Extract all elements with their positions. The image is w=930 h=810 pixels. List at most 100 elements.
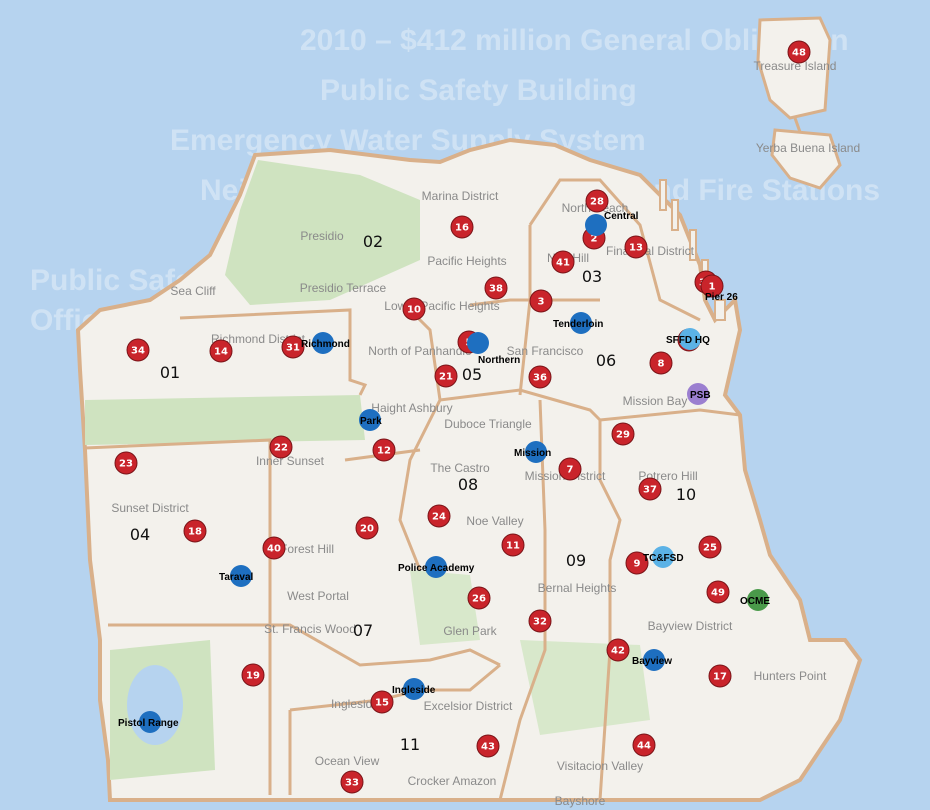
fire-station-number: 49: [711, 588, 725, 599]
fire-station-marker[interactable]: 13: [624, 235, 648, 259]
fire-station-marker[interactable]: 17: [708, 664, 732, 688]
police-station-marker[interactable]: Park: [359, 409, 382, 431]
fire-station-number: 24: [432, 512, 446, 523]
police-station-marker[interactable]: Pistol Range: [118, 711, 179, 733]
fire-station-marker[interactable]: 12: [372, 438, 396, 462]
place-label: North of Panhandle: [368, 344, 472, 358]
fire-station-marker[interactable]: 11: [501, 533, 525, 557]
fire-station-marker[interactable]: 21: [434, 364, 458, 388]
fire-station-marker[interactable]: 44: [632, 733, 656, 757]
fire-station-marker[interactable]: 10: [402, 297, 426, 321]
fire-station-dot: [551, 250, 575, 274]
fire-station-marker[interactable]: 7: [558, 457, 582, 481]
place-label: Treasure Island: [754, 59, 837, 73]
fire-station-marker[interactable]: 23: [114, 451, 138, 475]
fire-station-dot: [529, 289, 553, 313]
place-label: San Francisco: [507, 344, 584, 358]
fire-station-marker[interactable]: 22: [269, 435, 293, 459]
facility-name: Pier 26: [705, 292, 738, 303]
police-station-marker[interactable]: TC&FSD: [643, 546, 684, 568]
fire-station-marker[interactable]: 41: [551, 250, 575, 274]
fire-station-marker[interactable]: 3: [529, 289, 553, 313]
fire-station-dot: [585, 189, 609, 213]
police-station-marker[interactable]: Ingleside: [392, 678, 436, 700]
police-station-marker[interactable]: Richmond: [301, 332, 350, 354]
fire-station-marker[interactable]: 9: [625, 551, 649, 575]
district-number: 08: [458, 475, 478, 494]
fire-stations: 4816282134135383105311434213686221223297…: [114, 40, 811, 794]
police-station-name: Ingleside: [392, 685, 436, 696]
fire-station-dot: [638, 477, 662, 501]
fire-station-marker[interactable]: 43: [476, 734, 500, 758]
special-facility-marker[interactable]: OCME: [740, 589, 770, 611]
fire-station-dot: [402, 297, 426, 321]
special-facility-marker[interactable]: Pier 26: [705, 292, 738, 303]
fire-station-marker[interactable]: 36: [528, 365, 552, 389]
treasure-island: [756, 16, 832, 120]
fire-station-number: 2: [591, 234, 598, 245]
fire-station-dot: [114, 451, 138, 475]
place-label: Ocean View: [315, 754, 380, 768]
fire-station-marker[interactable]: 19: [241, 663, 265, 687]
fire-station-marker[interactable]: 28: [585, 189, 609, 213]
fire-station-marker[interactable]: 37: [638, 477, 662, 501]
fire-station-number: 20: [360, 524, 374, 535]
fire-station-marker[interactable]: 25: [698, 535, 722, 559]
fire-station-marker[interactable]: 38: [484, 276, 508, 300]
special-facility-marker[interactable]: SFFD HQ: [666, 328, 710, 350]
police-station-name: Taraval: [219, 572, 254, 583]
fire-station-dot: [241, 663, 265, 687]
police-station-marker[interactable]: Tenderloin: [553, 312, 603, 334]
place-label: Glen Park: [443, 624, 497, 638]
fire-station-marker[interactable]: 42: [606, 638, 630, 662]
police-station-marker[interactable]: Taraval: [219, 565, 254, 587]
place-label: Mission Bay: [623, 394, 688, 408]
fire-station-marker[interactable]: 24: [427, 504, 451, 528]
fire-station-marker[interactable]: 14: [209, 339, 233, 363]
place-label: St. Francis Wood: [264, 622, 356, 636]
background-text-line: Public Safety Building: [320, 74, 637, 107]
police-station-marker[interactable]: Bayview: [632, 649, 672, 671]
fire-station-marker[interactable]: 1: [700, 274, 724, 298]
fire-station-marker[interactable]: 32: [528, 609, 552, 633]
fire-station-marker[interactable]: 40: [262, 536, 286, 560]
fire-station-marker[interactable]: 29: [611, 422, 635, 446]
special-facilities: SFFD HQ Pier 26 PSB OCME: [666, 292, 770, 611]
fire-station-number: 44: [637, 741, 651, 752]
police-station-name: Richmond: [301, 339, 350, 350]
fire-station-dot: [700, 274, 724, 298]
police-station-dot: [643, 649, 665, 671]
fire-station-marker[interactable]: 34: [126, 338, 150, 362]
fire-station-dot: [787, 40, 811, 64]
place-label: Presidio Terrace: [300, 281, 387, 295]
special-facility-marker[interactable]: PSB: [687, 383, 711, 405]
fire-station-marker[interactable]: 49: [706, 580, 730, 604]
police-station-marker[interactable]: Mission: [514, 441, 551, 463]
fire-station-marker[interactable]: 48: [787, 40, 811, 64]
police-station-marker[interactable]: Northern: [467, 332, 520, 366]
fire-station-marker[interactable]: 16: [450, 215, 474, 239]
fire-station-number: 33: [345, 778, 359, 789]
fire-station-marker[interactable]: 26: [467, 586, 491, 610]
fire-station-dot: [467, 586, 491, 610]
place-label: The Castro: [430, 461, 490, 475]
fire-station-marker[interactable]: 31: [281, 335, 305, 359]
police-station-dot: [585, 214, 607, 236]
police-station-marker[interactable]: Central: [585, 211, 639, 236]
police-station-marker[interactable]: Police Academy: [398, 556, 475, 578]
fire-station-dot: [708, 664, 732, 688]
police-station-name: Mission: [514, 448, 551, 459]
fire-station-marker[interactable]: 8: [649, 351, 673, 375]
police-station-dot: [652, 546, 674, 568]
presidio-park: [225, 160, 420, 305]
fire-station-number: 26: [472, 594, 486, 605]
fire-station-marker[interactable]: 18: [183, 519, 207, 543]
fire-station-marker[interactable]: 20: [355, 516, 379, 540]
fire-station-number: 11: [506, 541, 520, 552]
fire-station-marker[interactable]: 33: [340, 770, 364, 794]
place-label: Hunters Point: [754, 669, 827, 683]
fire-station-marker[interactable]: 15: [370, 690, 394, 714]
fire-station-number: 29: [616, 430, 630, 441]
place-label: Lower Pacific Heights: [384, 299, 499, 313]
fire-station-number: 38: [489, 284, 503, 295]
